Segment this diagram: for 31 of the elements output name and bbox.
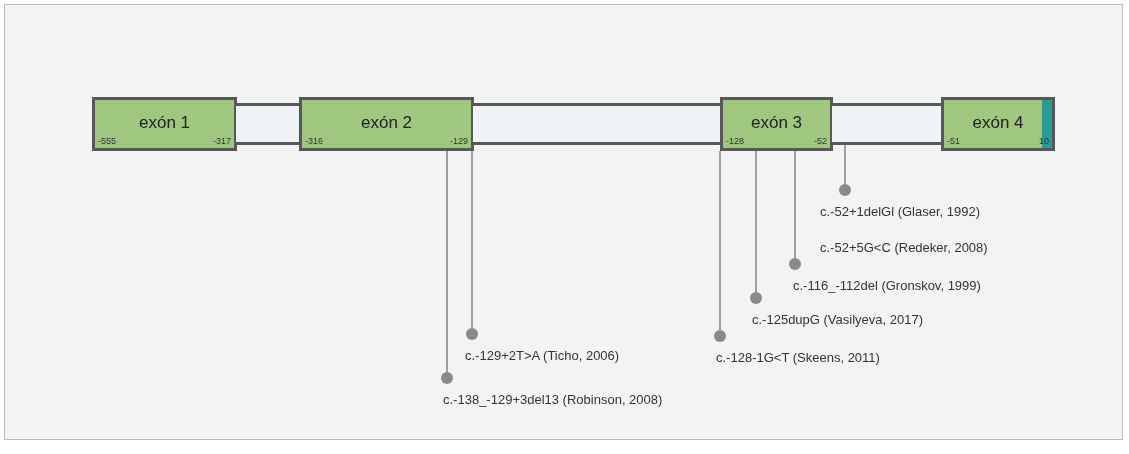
intron-band — [236, 103, 300, 145]
position-number: -129 — [450, 136, 468, 146]
mutation-label: c.-129+2T>A (Ticho, 2006) — [465, 334, 620, 363]
position-number: -51 — [947, 136, 960, 146]
leader-line — [466, 150, 478, 340]
mutation-label: c.-116_-112del (Gronskov, 1999) — [793, 264, 981, 293]
mutation-label: c.-128-1G<T (Skeens, 2011) — [716, 336, 880, 365]
position-number: -317 — [213, 136, 231, 146]
exon-label: exón 3 — [749, 113, 803, 133]
position-number: -316 — [305, 136, 323, 146]
exon-box — [941, 97, 1055, 151]
mutation-label: c.-138_-129+3del13 (Robinson, 2008) — [443, 378, 663, 407]
exon-label: exón 2 — [359, 113, 413, 133]
mutation-label: c.-52+1delGl (Glaser, 1992) — [820, 190, 981, 219]
exon-label: exón 4 — [971, 113, 1025, 133]
position-number: -52 — [814, 136, 827, 146]
exon-box — [720, 97, 833, 151]
position-number: -555 — [98, 136, 116, 146]
leader-line — [441, 150, 453, 384]
mutation-label: c.-125dupG (Vasilyeva, 2017) — [752, 298, 924, 327]
mutation-label: c.-52+5G<C (Redeker, 2008) — [820, 240, 988, 255]
position-number: -128 — [726, 136, 744, 146]
exon-box — [299, 97, 474, 151]
leader-line — [839, 144, 851, 196]
leader-line — [789, 150, 801, 270]
leader-line — [714, 150, 726, 342]
intron-band — [473, 103, 721, 145]
leader-line — [750, 150, 762, 304]
exon-label: exón 1 — [137, 113, 191, 133]
exon-box — [92, 97, 237, 151]
intron-band — [832, 103, 942, 145]
